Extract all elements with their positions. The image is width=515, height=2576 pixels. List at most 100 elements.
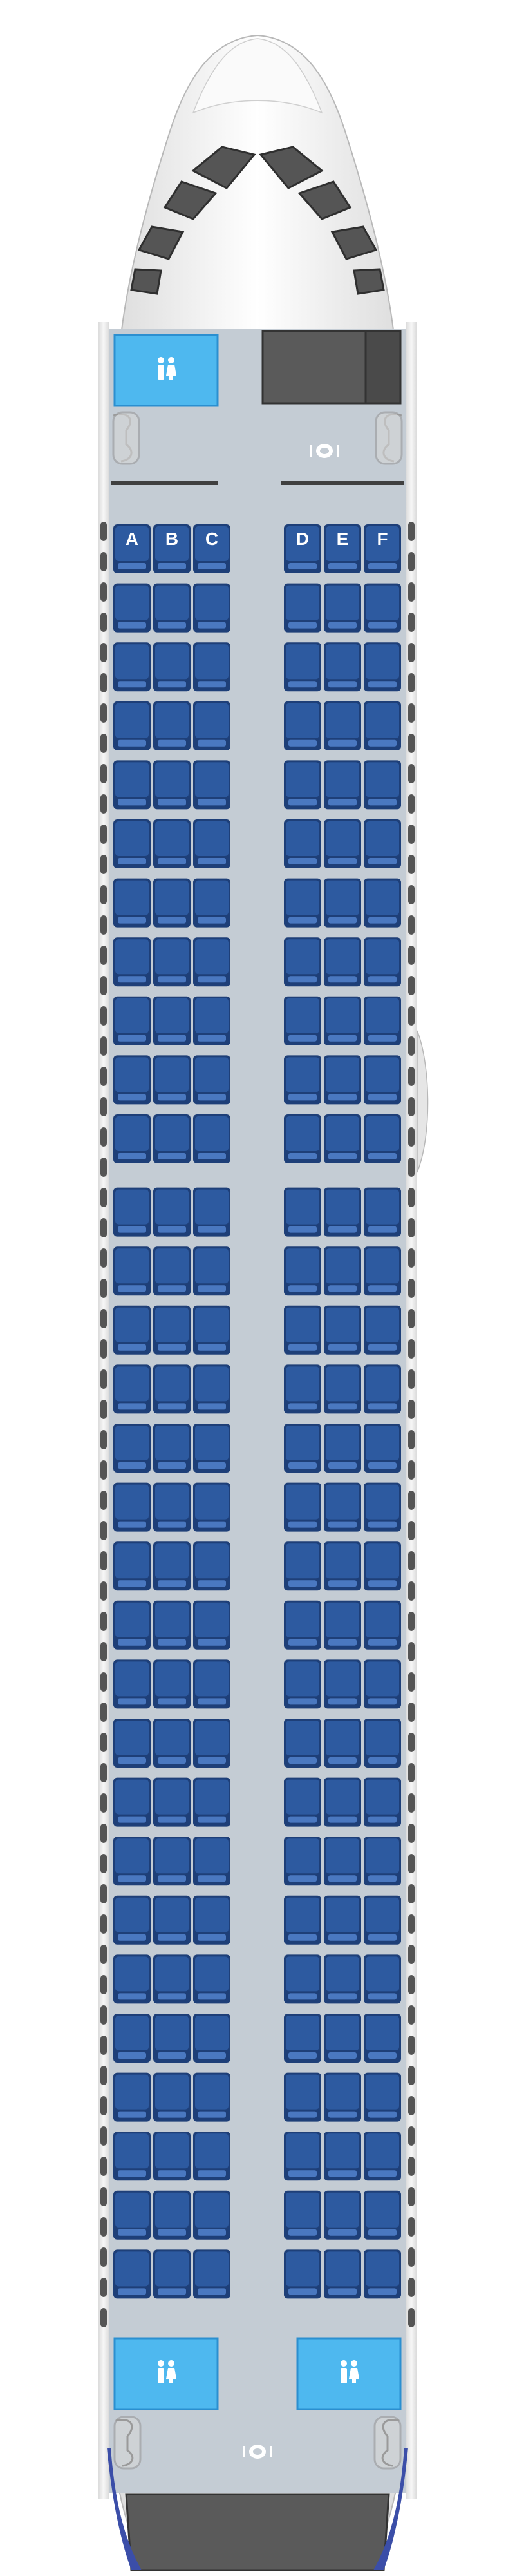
seat[interactable] (113, 1424, 151, 1473)
seat[interactable] (193, 819, 230, 868)
seat[interactable] (364, 996, 401, 1045)
seat[interactable] (153, 819, 191, 868)
seat[interactable] (193, 878, 230, 928)
seat[interactable] (113, 2249, 151, 2299)
seat[interactable] (364, 2132, 401, 2181)
seat[interactable] (193, 1114, 230, 1163)
seat[interactable] (113, 1600, 151, 1650)
seat[interactable] (324, 2014, 361, 2063)
seat[interactable] (113, 1659, 151, 1709)
seat[interactable] (324, 1659, 361, 1709)
seat[interactable] (364, 1246, 401, 1296)
seat[interactable] (153, 1837, 191, 1886)
seat[interactable] (153, 2190, 191, 2240)
seat[interactable] (364, 760, 401, 810)
seat[interactable] (153, 2132, 191, 2181)
seat[interactable] (324, 1114, 361, 1163)
seat[interactable] (284, 1305, 321, 1355)
seat[interactable] (153, 1777, 191, 1827)
seat[interactable] (193, 1055, 230, 1105)
seat[interactable] (364, 1600, 401, 1650)
seat[interactable] (113, 1187, 151, 1237)
seat[interactable] (193, 701, 230, 750)
seat[interactable] (153, 1719, 191, 1768)
seat[interactable] (113, 701, 151, 750)
seat[interactable] (193, 1777, 230, 1827)
seat[interactable] (284, 701, 321, 750)
seat[interactable] (364, 583, 401, 633)
seat[interactable] (364, 2190, 401, 2240)
seat[interactable] (324, 1719, 361, 1768)
seat[interactable] (364, 1187, 401, 1237)
seat[interactable] (113, 937, 151, 987)
seat[interactable] (153, 1114, 191, 1163)
seat[interactable] (153, 583, 191, 633)
seat[interactable] (284, 1541, 321, 1591)
seat[interactable] (364, 701, 401, 750)
seat[interactable] (153, 937, 191, 987)
seat[interactable] (153, 1895, 191, 1945)
seat[interactable] (153, 1541, 191, 1591)
seat[interactable] (113, 1364, 151, 1414)
seat[interactable] (364, 1719, 401, 1768)
seat[interactable] (324, 878, 361, 928)
seat[interactable] (113, 1305, 151, 1355)
seat[interactable] (284, 878, 321, 928)
seat[interactable] (153, 1246, 191, 1296)
seat[interactable] (153, 878, 191, 928)
seat[interactable] (113, 1482, 151, 1532)
seat[interactable] (284, 2014, 321, 2063)
seat[interactable] (324, 819, 361, 868)
seat[interactable] (324, 1895, 361, 1945)
seat[interactable] (113, 760, 151, 810)
seat[interactable] (284, 1114, 321, 1163)
seat[interactable] (193, 1837, 230, 1886)
seat[interactable] (284, 1659, 321, 1709)
seat[interactable] (113, 1055, 151, 1105)
seat[interactable] (364, 1364, 401, 1414)
seat[interactable] (153, 1305, 191, 1355)
seat[interactable] (113, 819, 151, 868)
seat[interactable] (284, 937, 321, 987)
seat[interactable] (324, 1777, 361, 1827)
seat[interactable] (324, 1187, 361, 1237)
seat[interactable] (324, 701, 361, 750)
seat[interactable] (324, 1305, 361, 1355)
seat[interactable] (364, 937, 401, 987)
seat[interactable] (364, 2249, 401, 2299)
seat[interactable]: F (364, 524, 401, 573)
seat[interactable] (284, 1364, 321, 1414)
seat[interactable] (284, 1424, 321, 1473)
seat[interactable] (284, 1055, 321, 1105)
seat[interactable] (113, 2190, 151, 2240)
seat[interactable] (113, 1954, 151, 2004)
seat[interactable] (153, 1600, 191, 1650)
seat[interactable] (284, 1837, 321, 1886)
seat[interactable] (324, 2072, 361, 2122)
seat[interactable] (284, 819, 321, 868)
seat[interactable] (284, 1719, 321, 1768)
seat[interactable] (153, 760, 191, 810)
seat[interactable] (284, 1777, 321, 1827)
seat[interactable] (284, 2249, 321, 2299)
seat[interactable] (364, 2072, 401, 2122)
seat[interactable] (153, 1364, 191, 1414)
seat[interactable] (324, 996, 361, 1045)
seat[interactable] (324, 2132, 361, 2181)
seat[interactable] (193, 760, 230, 810)
seat[interactable] (113, 1541, 151, 1591)
seat[interactable]: E (324, 524, 361, 573)
seat[interactable] (113, 1777, 151, 1827)
seat[interactable] (284, 1954, 321, 2004)
seat[interactable] (364, 2014, 401, 2063)
seat[interactable] (324, 760, 361, 810)
seat[interactable] (364, 1114, 401, 1163)
seat[interactable] (113, 1895, 151, 1945)
seat[interactable] (284, 1187, 321, 1237)
seat[interactable] (153, 701, 191, 750)
seat[interactable] (324, 2190, 361, 2240)
seat[interactable] (193, 642, 230, 692)
seat[interactable] (153, 1187, 191, 1237)
seat[interactable] (284, 760, 321, 810)
seat[interactable] (153, 996, 191, 1045)
